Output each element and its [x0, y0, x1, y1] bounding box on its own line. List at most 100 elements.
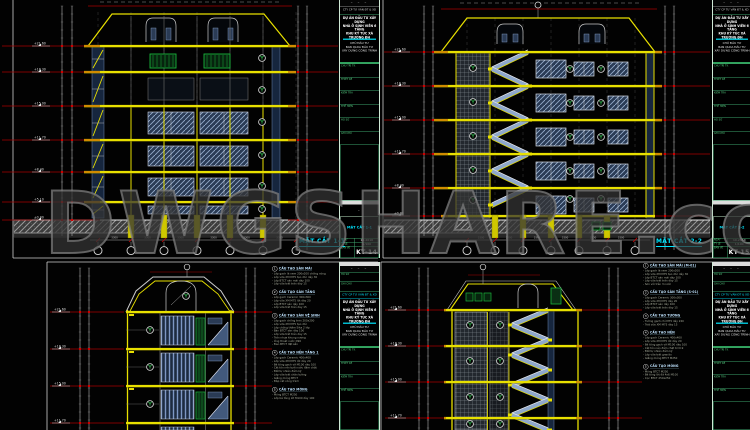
- titleblock-divider: [340, 346, 379, 348]
- note-number-badge: 3: [643, 313, 649, 319]
- note-line: - Lớp vữa XM M75 lót dày 20: [272, 359, 311, 363]
- detail-callout: [597, 133, 605, 141]
- titleblock-signature-row: THIẾT KẾ: [713, 77, 750, 91]
- titleblock-white-bar: [713, 200, 750, 205]
- titleblock-row: 1/100: [734, 242, 744, 247]
- level-label: ±0.00: [392, 211, 410, 217]
- dimension-column: +21.60+18.30+15.00+11.70: [385, 267, 446, 430]
- note-line: - Giằng móng BTCT M250: [643, 356, 678, 360]
- titleblock-signature-row: GHI CHÚ: [713, 131, 750, 145]
- dimension-column: +21.60+18.30+15.00+11.70+8.40+5.10±0.00: [2, 5, 100, 236]
- svg-text:3300: 3300: [144, 235, 151, 239]
- note-title: CẤU TẠO TƯỜNG: [650, 314, 681, 319]
- titleblock-signature-row: THỂ HIỆN: [713, 388, 750, 402]
- svg-text:3300: 3300: [210, 235, 217, 239]
- titleblock-header-bar: – – –: [340, 0, 379, 7]
- note-line: - Lớp vữa trát trần dày 15: [272, 333, 307, 336]
- level-label: +5.10: [32, 197, 50, 203]
- section-label-2-2: MẶT CẮT 2-2: [656, 238, 703, 247]
- detail-callout: [466, 321, 474, 329]
- drawing-code: KT-14: [356, 248, 378, 256]
- note-line: - Lớp vữa trát trần dày 15: [643, 306, 678, 310]
- titleblock-signature-row: KIỂM TRA: [340, 374, 379, 389]
- titleblock-white-bar: [340, 200, 379, 205]
- note-line: - Đất tự nhiên đầm kỹ: [643, 350, 673, 354]
- note-line: - Lớp vữa trát chân tường: [272, 373, 307, 377]
- titleblock-firm: CTY CP TƯ VẤN ĐT & XD: [713, 292, 750, 299]
- note-title: CẤU TẠO MÓNG: [279, 387, 308, 392]
- titleblock-spacer: [340, 401, 379, 430]
- note-line: - Giằng móng BTCT: [272, 376, 299, 380]
- dimension-column: [234, 267, 272, 430]
- note-line: - Lớp vữa trát trần dày 15: [272, 282, 307, 286]
- level-label: +11.70: [32, 135, 50, 141]
- titleblock-row: BẢN VẼ: [341, 246, 355, 258]
- note-title: CẤU TẠO NỀN TẦNG 1: [279, 350, 319, 355]
- note-number-badge: 2: [272, 289, 278, 295]
- detail-callout: [597, 195, 605, 203]
- svg-text:±0.00: ±0.00: [34, 215, 44, 219]
- level-label: +15.00: [392, 115, 410, 121]
- note-line: - Lớp gạch Ceramic 300x300: [643, 296, 682, 300]
- svg-text:+8.40: +8.40: [394, 183, 404, 187]
- note-line: - Đan BTCT đặt sẵn: [272, 343, 298, 347]
- note-number-badge: 1: [272, 266, 278, 272]
- level-label: +18.30: [392, 81, 410, 87]
- titleblock-header-bar: – – –: [713, 0, 750, 7]
- level-label: +8.40: [32, 167, 50, 173]
- level-label: +18.30: [52, 344, 70, 350]
- titleblock-row: 1/100: [362, 242, 372, 247]
- svg-text:3300: 3300: [506, 235, 513, 239]
- svg-text:3300: 3300: [590, 235, 597, 239]
- note-line: - Lớp BTCT sàn mái dày 100: [643, 276, 681, 280]
- svg-text:3300: 3300: [276, 235, 283, 239]
- titleblock-signature-row: KIỂM TRA: [713, 90, 750, 105]
- level-label: +15.00: [32, 101, 50, 107]
- titleblock-firm: CTY CP TƯ VẤN ĐT & XD: [340, 7, 379, 15]
- detail-callout: [597, 167, 605, 175]
- titleblock-signature-row: THỂ HIỆN: [340, 104, 379, 118]
- note-line: - Cát tôn nền tưới nước đầm chặt: [272, 366, 317, 370]
- svg-text:±0.00: ±0.00: [394, 211, 404, 215]
- detail-callout: [597, 99, 605, 107]
- note-line: - Lớp BTCT sàn mái dày 100: [272, 279, 310, 283]
- titleblock-rule: [343, 38, 376, 40]
- detail-callout: [146, 400, 154, 408]
- titleblock-signature-row: CHỦ TRÌ TK: [713, 347, 750, 362]
- titleblock-signature-row: GHI CHÚ: [340, 281, 379, 292]
- note-line: - Lớp vữa XM M75 tạo dốc: [272, 322, 308, 326]
- titleblock-rule: [343, 322, 376, 324]
- level-label: +21.60: [32, 41, 50, 47]
- titleblock-spacer: [713, 401, 750, 430]
- svg-text:3300: 3300: [177, 235, 184, 239]
- svg-text:3300: 3300: [111, 235, 118, 239]
- titleblock-signature-row: KIỂM TRA: [713, 374, 750, 389]
- level-label: +15.00: [52, 381, 70, 387]
- titleblock-signature-row: THỂ HIỆN: [713, 104, 750, 118]
- svg-text:+21.60: +21.60: [54, 307, 66, 311]
- titleblock-signature-row: THIẾT KẾ: [340, 361, 379, 375]
- titleblock-signature-row: HỒ SƠ: [340, 117, 379, 132]
- note-number-badge: 2: [643, 289, 649, 296]
- note-line: - Lớp vữa XM M75 lót dày 20: [643, 340, 682, 343]
- note-line: - Trần nhựa khung xương: [272, 336, 306, 340]
- titleblock-signature-row: GHI CHÚ: [340, 131, 379, 145]
- titleblock-signature-row: GHI CHÚ: [713, 281, 750, 292]
- level-label: ±0.00: [32, 215, 50, 221]
- detail-callout: [258, 118, 266, 126]
- titleblock-white-bar: [713, 262, 750, 266]
- detail-callout: [566, 167, 574, 175]
- svg-text:+5.10: +5.10: [34, 197, 44, 201]
